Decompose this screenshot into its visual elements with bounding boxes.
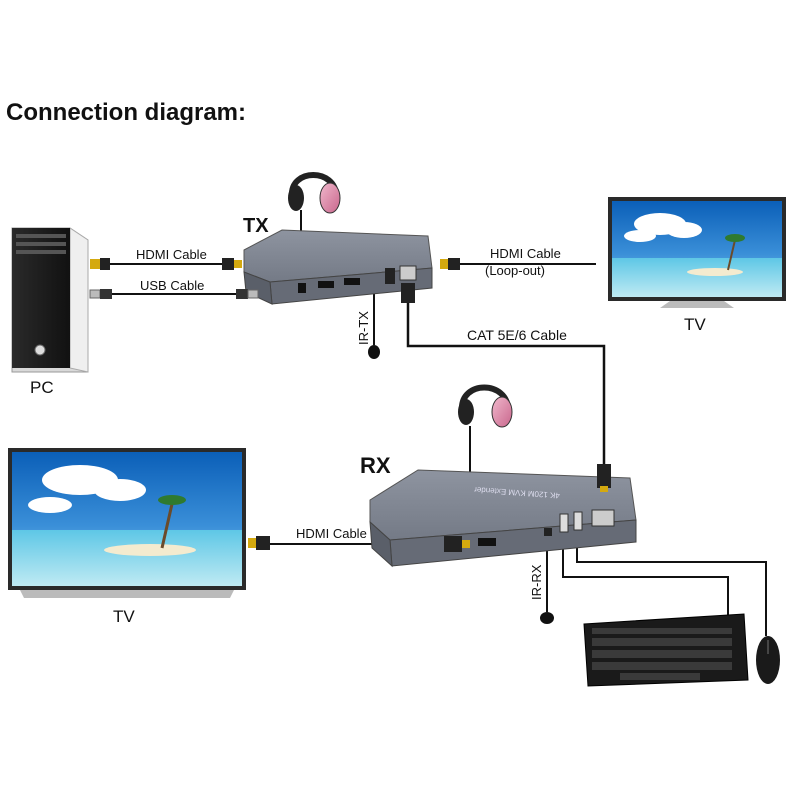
tv-bottom-left <box>8 448 246 598</box>
rx-label: RX <box>360 453 391 478</box>
tx-cat-plug <box>401 283 415 303</box>
tx-hdmi-in-plug <box>222 258 242 270</box>
keyboard-icon <box>583 613 749 687</box>
keyboard-usb-cable <box>562 540 729 620</box>
tx-usb-in-plug <box>236 289 259 299</box>
rx-rj45-port <box>591 509 615 527</box>
tx-hdmi-port-1 <box>318 281 334 288</box>
pc-tower <box>11 227 89 373</box>
diagram-title: Connection diagram: <box>6 99 246 126</box>
rx-tv-hdmi-plug <box>248 536 270 550</box>
rx-usb-port-1 <box>559 513 569 533</box>
cat-cable <box>406 300 606 468</box>
loop-out-note: (Loop-out) <box>485 263 545 278</box>
rx-unit: 4K 120M KVM Extender <box>369 469 637 568</box>
tx-hdmi-port-2 <box>344 278 360 285</box>
pc-hdmi-plug <box>90 258 110 270</box>
mouse-usb-cable <box>576 540 767 636</box>
loop-hdmi-cable-label: HDMI Cable <box>490 246 561 261</box>
cat-cable-label: CAT 5E/6 Cable <box>467 327 567 343</box>
ir-tx-label: IR-TX <box>356 311 371 345</box>
pc-usb-cable-label: USB Cable <box>140 278 204 293</box>
tv-top-right <box>608 197 786 308</box>
tx-loop-plug <box>440 258 460 270</box>
ir-tx-sensor-icon <box>368 345 380 359</box>
tv-bottom-label: TV <box>113 607 135 626</box>
pc-hdmi-cable-label: HDMI Cable <box>136 247 207 262</box>
mouse-icon <box>756 636 780 684</box>
tx-usb-port <box>385 268 395 284</box>
tx-rj45-port <box>399 265 417 281</box>
rx-ir-port <box>544 528 552 536</box>
tv-top-label: TV <box>684 315 706 334</box>
rx-hdmi-plug <box>444 536 470 552</box>
rx-cat-plug <box>597 464 611 492</box>
tx-unit <box>243 229 433 305</box>
tx-label: TX <box>243 215 269 237</box>
rx-usb-port-2 <box>573 511 583 531</box>
pc-label: PC <box>30 378 54 397</box>
ir-rx-label: IR-RX <box>529 564 544 600</box>
ir-rx-sensor-icon <box>540 612 554 624</box>
pc-usb-plug <box>89 289 112 299</box>
tx-dc-port <box>298 283 306 293</box>
rx-headphones-icon <box>458 384 513 428</box>
tx-headphones-icon <box>288 172 341 214</box>
rx-hdmi-port <box>478 538 496 546</box>
rx-hdmi-cable-label: HDMI Cable <box>296 526 367 541</box>
